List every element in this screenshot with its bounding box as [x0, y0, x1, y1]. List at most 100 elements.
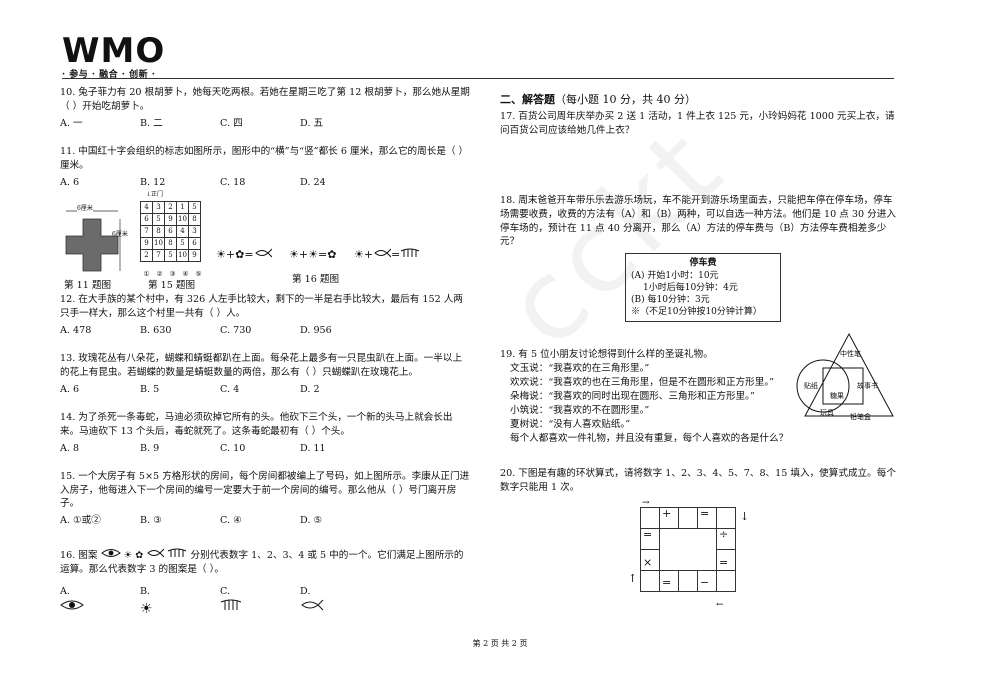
exit-2: ②	[156, 270, 163, 279]
section-heading: 二、解答题	[500, 93, 555, 106]
q15-text: 15. 一个大房子有 5×5 方格形状的房间，每个房间都被编上了号码，如上图所示…	[60, 470, 470, 510]
q18-text: 18. 周末爸爸开车带乐乐去游乐场玩，车不能开到游乐场里面去，只能把车停在停车场…	[500, 194, 896, 248]
q16-opt-b-label: B.	[140, 586, 151, 598]
q12-opt-d: D. 956	[300, 325, 332, 337]
q15-opt-d: D. ⑤	[300, 515, 323, 527]
grid-cell: 6	[164, 225, 177, 239]
venn-toy: 玩具	[820, 409, 834, 418]
grid-cell: 7	[140, 225, 153, 239]
grid-door-label: ↓正门	[146, 191, 163, 200]
red-cross-figure	[65, 211, 121, 272]
section-title: 二、解答题（每小题 10 分，共 40 分）	[500, 92, 900, 108]
q16-opt-a-label: A.	[60, 586, 70, 598]
q17-text: 17. 百货公司周年庆举办买 2 送 1 活动，1 件上衣 125 元，小玲妈妈…	[500, 110, 895, 136]
flower-icon: ✿	[235, 248, 245, 262]
q10-opt-d: D. 五	[300, 117, 324, 129]
question-12: 12. 在大手族的某个村中，有 326 人左手比较大，剩下的一半是右手比较大，最…	[60, 293, 470, 338]
header-rule	[62, 78, 894, 79]
question-13: 13. 玫瑰花丛有八朵花，蝴蝶和蜻蜓都趴在上面。每朵花上最多有一只昆虫趴在上面。…	[60, 352, 470, 397]
q19-line: 小筑说：“我喜欢的不在圆形里。”	[510, 404, 650, 416]
caption-15: 第 15 题图	[148, 280, 196, 292]
exit-1: ①	[143, 270, 150, 279]
grid-cell: 3	[152, 201, 165, 215]
parking-line: (B) 每10分钟：3元	[631, 294, 710, 305]
op-plus: +	[662, 507, 672, 521]
q15-options: A. ①或② B. ③ C. ④ D. ⑤	[60, 514, 470, 528]
parking-fee-box: 停车费 (A) 开始1小时：10元 1小时后每10分钟：4元 (B) 每10分钟…	[625, 253, 781, 323]
comb-icon	[220, 599, 300, 616]
arrow-down-icon: ↓	[740, 510, 750, 524]
op-eq-right: =	[719, 556, 729, 570]
ring-operators: + = = ÷ × = = −	[640, 507, 735, 591]
q19-line: 朵梅说：“我喜欢的同时出现在圆形、三角形和正方形里。”	[510, 390, 755, 402]
grid-cell: 5	[188, 201, 201, 215]
q14-text: 14. 为了杀死一条毒蛇，马迪必须砍掉它所有的头。他砍下三个头，一个新的头马上就…	[60, 411, 453, 437]
grid-cell: 10	[176, 249, 189, 263]
q11-opt-b: B. 12	[140, 176, 166, 188]
venn-diagram	[796, 333, 894, 417]
venn-book: 故事书	[857, 382, 878, 391]
op-eq-left: =	[643, 528, 653, 542]
q14-options: A. 8 B. 9 C. 10 D. 11	[60, 442, 470, 456]
q13-opt-a: A. 6	[60, 383, 80, 395]
question-10: 10. 兔子菲力有 20 根胡萝卜，她每天吃两根。若她在星期三吃了第 12 根胡…	[60, 86, 470, 131]
caption-11: 第 11 题图	[64, 280, 112, 292]
q13-opt-c: C. 4	[220, 383, 240, 395]
op-times: ×	[643, 556, 653, 570]
ring-equation: → ↓ ↑ ← + = = ÷ × = = −	[500, 495, 900, 615]
grid-cell: 9	[164, 213, 177, 227]
grid-cell: 6	[188, 237, 201, 251]
grid-cell: 8	[164, 237, 177, 251]
logo-slogan: · 参与 · 融合 · 创新 ·	[62, 70, 156, 80]
q13-opt-d: D. 2	[300, 383, 320, 395]
grid-cell: 5	[152, 213, 165, 227]
q11-options: A. 6 B. 12 C. 18 D. 24	[60, 176, 470, 190]
q16-opt-a: A.	[60, 585, 140, 619]
q16-opt-b: B.☀	[140, 585, 220, 619]
q10-opt-b: B. 二	[140, 117, 163, 129]
q19-line: 夏树说：“没有人喜欢贴纸。”	[510, 418, 631, 430]
q10-options: A. 一 B. 二 C. 四 D. 五	[60, 117, 470, 131]
sun-icon: ☀	[353, 248, 364, 262]
comb-icon	[400, 247, 420, 263]
grid-cell: 4	[140, 201, 153, 215]
equation-3: ☀+ =	[354, 248, 420, 261]
q11-text: 11. 中国红十字会组织的标志如图所示，图形中的“横”与“竖”都长 6 厘米，那…	[60, 145, 469, 171]
q12-text: 12. 在大手族的某个村中，有 326 人左手比较大，剩下的一半是右手比较大，最…	[60, 294, 463, 320]
grid-cell: 2	[164, 201, 177, 215]
q12-opt-b: B. 630	[140, 325, 172, 337]
op-eq-top: =	[700, 507, 710, 521]
ring-cell	[716, 570, 736, 593]
exit-3: ③	[169, 270, 176, 279]
q16-opt-d: D.	[300, 585, 380, 619]
q15-opt-c: C. ④	[220, 515, 242, 527]
right-column: 二、解答题（每小题 10 分，共 40 分） 17. 百货公司周年庆举办买 2 …	[500, 92, 900, 615]
q15-opt-a: A. ①或②	[60, 515, 101, 527]
venn-pen: 中性笔	[840, 350, 861, 359]
flower-icon: ✿	[327, 248, 337, 262]
q16-opt-c: C.	[220, 585, 300, 619]
cross-top-label: 6厘米	[77, 205, 93, 215]
grid-cell: 1	[176, 201, 189, 215]
q13-opt-b: B. 5	[140, 383, 160, 395]
question-15: 15. 一个大房子有 5×5 方格形状的房间，每个房间都被编上了号码，如上图所示…	[60, 470, 470, 529]
grid-cell: 10	[176, 213, 189, 227]
eye-icon	[60, 599, 140, 616]
grid-cell: 10	[152, 237, 165, 251]
question-14: 14. 为了杀死一条毒蛇，马迪必须砍掉它所有的头。他砍下三个头，一个新的头马上就…	[60, 411, 470, 456]
flower-icon: ✿	[135, 549, 144, 561]
fish-icon	[254, 247, 272, 263]
equation-1: ☀+✿=	[216, 248, 275, 261]
caption-16: 第 16 题图	[292, 274, 340, 286]
parking-line: 1小时后每10分钟：4元	[643, 282, 738, 293]
logo-text: WMO	[62, 31, 166, 71]
grid-cell: 2	[140, 249, 153, 263]
grid-cell: 6	[140, 213, 153, 227]
q16-opt-d-label: D.	[300, 586, 311, 598]
wmo-logo: WMO · 参与 · 融合 · 创新 ·	[62, 34, 165, 82]
eye-icon	[100, 548, 121, 563]
